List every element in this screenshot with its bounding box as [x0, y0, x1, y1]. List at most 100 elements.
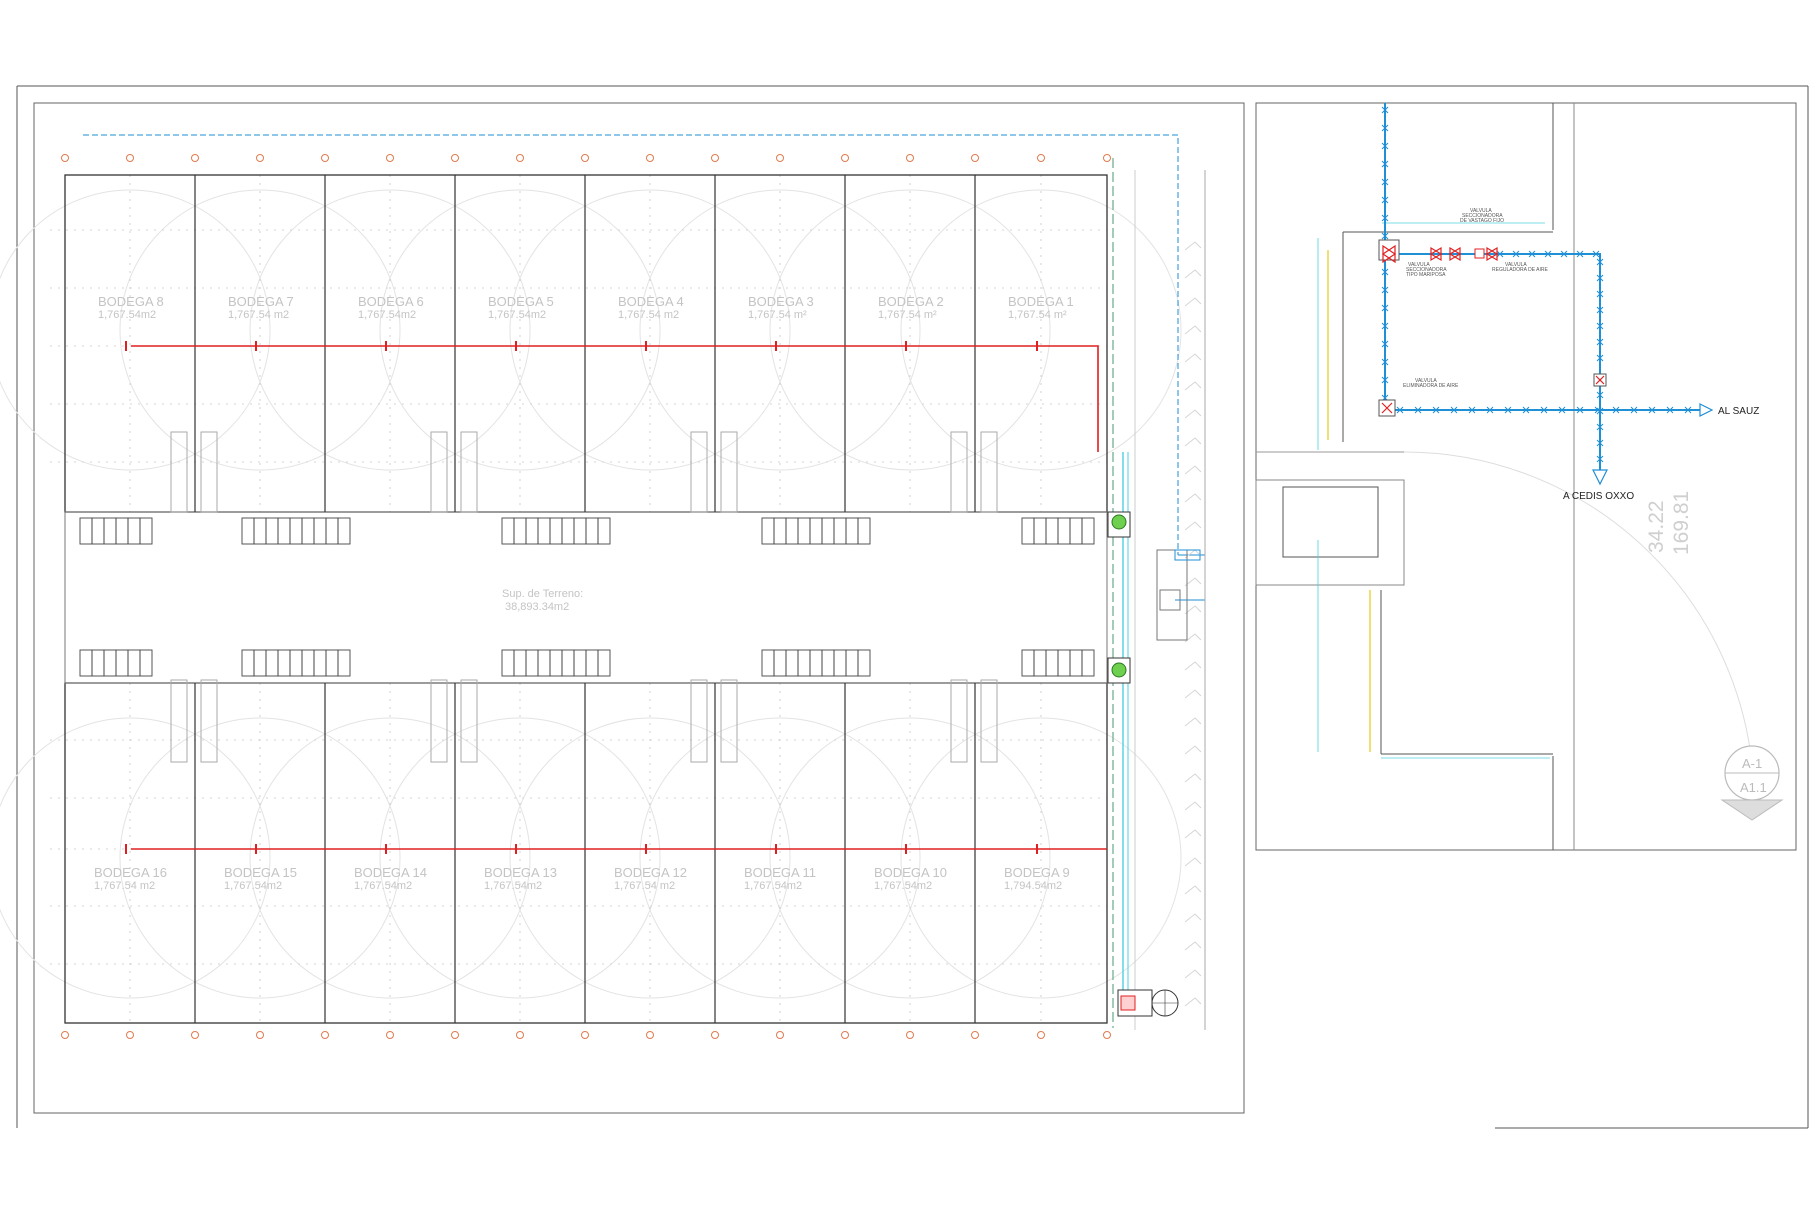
pump-room [1159, 589, 1181, 611]
pipe-cross-icon [1496, 250, 1504, 258]
axis-marker-icon [646, 154, 654, 162]
pipe-cross-icon [1522, 406, 1530, 414]
loading-ramp [460, 431, 478, 513]
landscape-mark [1184, 829, 1202, 839]
branch-pipe-top [1385, 253, 1601, 380]
loading-ramp [690, 679, 708, 763]
pipe-cross-icon [1381, 340, 1389, 348]
loading-ramp [980, 431, 998, 513]
parking-stall [1057, 517, 1071, 545]
pipe-cross-icon [1576, 406, 1584, 414]
pipe-cross-icon [1560, 250, 1568, 258]
valve-label: REGULADORA DE AIRE [1492, 267, 1549, 273]
parking-stall [289, 649, 303, 677]
bodega-area-label: 1,767.54m2 [358, 309, 416, 321]
radius-circle [0, 189, 271, 471]
parking-stall [277, 517, 291, 545]
parking-stall [241, 517, 255, 545]
bodega-name-label: BODEGA 14 [354, 865, 427, 880]
parking-stall [91, 649, 105, 677]
parking-stall [785, 517, 799, 545]
parking-stall [549, 517, 563, 545]
loading-ramp [200, 431, 218, 513]
parking-stalls [79, 517, 1095, 677]
axis-marker-icon [451, 1031, 459, 1039]
parking-stall [139, 649, 153, 677]
axis-marker-icon [841, 154, 849, 162]
axis-marker-icon [321, 1031, 329, 1039]
radius-circle [509, 717, 791, 999]
landscape-mark [1184, 577, 1202, 587]
parking-stall [501, 517, 515, 545]
loading-ramp [170, 431, 188, 513]
landscape-mark [1184, 661, 1202, 671]
radius-circle [769, 189, 1051, 471]
valve-bowtie-icon [1381, 244, 1397, 264]
radius-circle [639, 189, 921, 471]
detail-walls [1255, 103, 1575, 850]
pipe-cross-icon [1558, 406, 1566, 414]
bodega-area-label: 1,767.54m2 [488, 309, 546, 321]
parking-stall [253, 517, 267, 545]
parking-stall [537, 517, 551, 545]
parking-stall [549, 649, 563, 677]
axis-marker-icon [61, 154, 69, 162]
pump-house [1156, 549, 1201, 641]
parking-stall [337, 517, 351, 545]
parking-stall [301, 517, 315, 545]
parking-stall [103, 649, 117, 677]
parking-stall [79, 649, 93, 677]
landscape-mark [1184, 913, 1202, 923]
bay-dividers [194, 175, 976, 1023]
bodega-name-label: BODEGA 10 [874, 865, 947, 880]
pipe-cross-icon [1381, 268, 1389, 276]
axis-marker-icon [516, 154, 524, 162]
bodega-labels-bottom: BODEGA 16 1,767.54 m2 BODEGA 15 1,767.54… [94, 865, 1070, 892]
landscape-mark [1184, 605, 1202, 615]
landscape-mark [1184, 885, 1202, 895]
bodega-area-label: 1,767.54m2 [224, 880, 282, 892]
pipe-cross-icon [1544, 250, 1552, 258]
pipe-cross-icon [1486, 406, 1494, 414]
axis-marker-icon [776, 154, 784, 162]
pipe-cross-icon [1684, 406, 1692, 414]
a-cedis-label: A CEDIS OXXO [1563, 491, 1634, 502]
parking-stall [573, 517, 587, 545]
parking-stall [809, 649, 823, 677]
bodega-area-label: 1,767.54 m2 [94, 880, 155, 892]
bodega-area-label: 1,767.54 m² [1008, 309, 1067, 321]
hydrant-cabinets [1107, 511, 1179, 1017]
parking-stall [325, 649, 339, 677]
pipe-cross-icon [1381, 142, 1389, 150]
axis-marker-icon [516, 1031, 524, 1039]
water-lines [83, 134, 1206, 1028]
loading-ramp [170, 679, 188, 763]
pipe-cross-icon [1381, 232, 1389, 240]
parking-stall [561, 649, 575, 677]
loading-ramp [720, 679, 738, 763]
radius-circle [509, 189, 791, 471]
terrain-label: Sup. de Terreno: [502, 588, 583, 600]
parking-stall [537, 649, 551, 677]
pipe-cross-icon [1450, 406, 1458, 414]
axis-marker-icon [971, 1031, 979, 1039]
parking-stall [115, 649, 129, 677]
parking-stall [265, 649, 279, 677]
pipe-cross-icon [1596, 423, 1604, 431]
parking-stall [253, 649, 267, 677]
pipe-cross-icon [1381, 196, 1389, 204]
fire-protection-lines [131, 345, 1107, 850]
radius-circle [119, 717, 401, 999]
pipe-cross-icon [1596, 322, 1604, 330]
parking-stall [91, 517, 105, 545]
parking-stall [585, 649, 599, 677]
pipe-cross-icon [1381, 358, 1389, 366]
parking-stall [833, 649, 847, 677]
parking-stall [573, 649, 587, 677]
loading-ramp [950, 431, 968, 513]
axis-marker-icon [256, 1031, 264, 1039]
pipe-cross-icon [1512, 250, 1520, 258]
parking-stall [513, 649, 527, 677]
loading-ramp [460, 679, 478, 763]
water-main-dashed [83, 134, 1179, 555]
